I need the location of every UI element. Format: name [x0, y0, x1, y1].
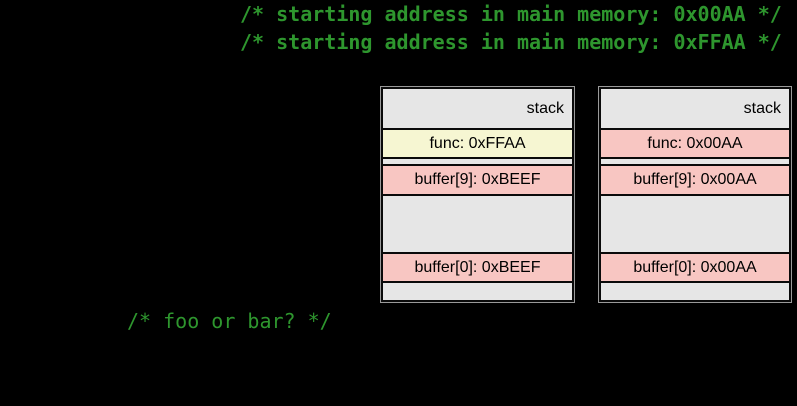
- stack-header-label: stack: [601, 89, 789, 128]
- stack-spacer-bottom: [601, 283, 789, 300]
- stack-cell-buffer0: buffer[0]: 0x00AA: [601, 254, 789, 281]
- stack-spacer-thin: [601, 159, 789, 164]
- stack-cell-buffer0: buffer[0]: 0xBEEF: [383, 254, 572, 281]
- stack-cell-func: func: 0x00AA: [601, 130, 789, 157]
- stack-diagram-right: stack func: 0x00AA buffer[9]: 0x00AA buf…: [598, 86, 792, 303]
- stack-cell-buffer9: buffer[9]: 0xBEEF: [383, 166, 572, 194]
- comment-starting-address-ffaa: /* starting address in main memory: 0xFF…: [240, 30, 782, 54]
- stack-spacer-thin: [383, 159, 572, 164]
- stack-cell-func: func: 0xFFAA: [383, 130, 572, 157]
- stack-spacer-ellipsis: [601, 196, 789, 252]
- comment-foo-or-bar: /* foo or bar? */: [127, 309, 332, 333]
- comment-starting-address-00aa: /* starting address in main memory: 0x00…: [240, 2, 782, 26]
- stack-cell-buffer9: buffer[9]: 0x00AA: [601, 166, 789, 194]
- stack-spacer-ellipsis: [383, 196, 572, 252]
- stack-header-label: stack: [383, 89, 572, 128]
- stack-diagram-left: stack func: 0xFFAA buffer[9]: 0xBEEF buf…: [380, 86, 575, 303]
- stack-spacer-bottom: [383, 283, 572, 300]
